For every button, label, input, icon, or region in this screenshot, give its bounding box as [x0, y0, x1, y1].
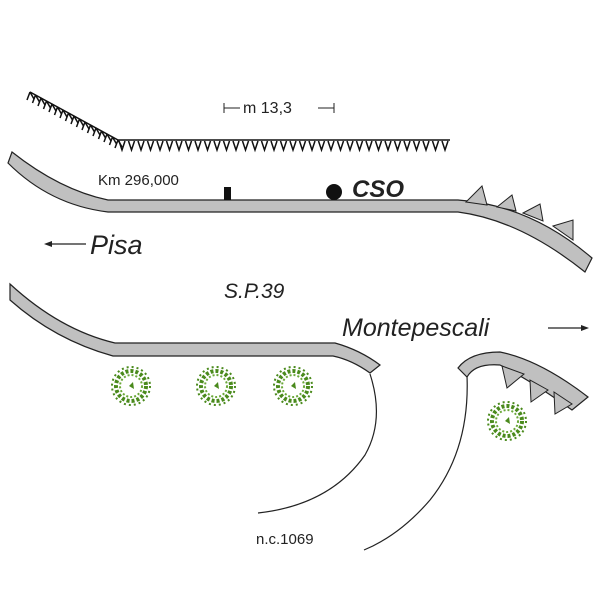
- hatch-tick: [298, 140, 307, 153]
- hatch-tick: [184, 140, 193, 153]
- hatch-tick: [336, 140, 345, 153]
- hatch-tick: [64, 112, 74, 122]
- hatch-tick: [365, 140, 373, 153]
- main-road-south-edge: [9, 282, 381, 374]
- guardrail-triangles-top: [464, 185, 574, 241]
- side-road-label: n.c.1069: [256, 531, 314, 548]
- hatch-tick: [241, 140, 250, 153]
- hatch-tick: [374, 140, 383, 153]
- hatch-tick: [308, 140, 316, 153]
- hatch-tick: [37, 97, 46, 107]
- hatch-tick: [75, 118, 85, 128]
- hatch-tick: [203, 140, 212, 153]
- hatch-tick: [222, 140, 231, 153]
- hatch-tick: [260, 140, 269, 153]
- side-road-west-curve: [257, 373, 377, 514]
- cso-point: [326, 184, 342, 200]
- hatch-tick: [346, 140, 354, 153]
- arrow-right-icon: [548, 325, 589, 331]
- cso-label: CSO: [352, 176, 404, 203]
- hatch-tick: [422, 140, 430, 153]
- hatch-tick: [270, 140, 278, 153]
- hatch-tick: [92, 127, 101, 137]
- hatch-tick: [81, 121, 90, 131]
- hatch-tick: [317, 140, 326, 153]
- measure-indicator: [223, 103, 335, 113]
- tree-icon: [110, 365, 152, 407]
- hatch-tick: [97, 130, 107, 140]
- hatch-tick: [412, 140, 421, 153]
- hatch-tick: [86, 124, 96, 134]
- hatch-tick: [103, 133, 112, 143]
- hatch-tick: [137, 140, 145, 153]
- hatch-tick: [289, 140, 297, 153]
- hatch-tick: [194, 140, 202, 153]
- hatch-tick: [156, 140, 164, 153]
- hatch-tick: [108, 136, 118, 146]
- hatch-tick: [118, 140, 126, 153]
- hatch-tick: [165, 140, 174, 153]
- road-name-label: S.P.39: [224, 280, 285, 303]
- km-label: Km 296,000: [98, 172, 179, 189]
- hatch-tick: [48, 103, 57, 113]
- guardrail-triangles-bottom: [501, 365, 573, 415]
- hatch-tick: [327, 140, 335, 153]
- main-road-north-edge: [7, 151, 593, 273]
- pisa-label: Pisa: [90, 230, 143, 260]
- embankment-hatching: [26, 91, 450, 153]
- hatch-tick: [355, 140, 364, 153]
- arrow-left-icon: [44, 241, 86, 247]
- hatch-tick: [393, 140, 402, 153]
- hatch-tick: [70, 115, 79, 125]
- hatch-tick: [384, 140, 392, 153]
- hatch-tick: [53, 106, 63, 116]
- hatch-tick: [232, 140, 240, 153]
- hatch-tick: [127, 140, 136, 153]
- km-marker: [224, 187, 231, 200]
- side-road-east-curve: [363, 375, 468, 551]
- hatch-tick: [146, 140, 155, 153]
- tree-icon: [272, 365, 314, 407]
- tree-icon: [195, 365, 237, 407]
- tree-icon: [486, 400, 528, 442]
- hatch-tick: [42, 100, 52, 110]
- montepescali-label: Montepescali: [342, 314, 491, 342]
- hatch-tick: [441, 140, 449, 153]
- hatch-tick: [403, 140, 411, 153]
- hatch-tick: [431, 140, 440, 153]
- hatch-tick: [279, 140, 288, 153]
- hatch-tick: [26, 91, 35, 101]
- hatch-tick: [251, 140, 259, 153]
- hatch-tick: [31, 94, 41, 104]
- hatch-tick: [175, 140, 183, 153]
- hatch-tick: [59, 109, 68, 119]
- hatch-tick: [213, 140, 221, 153]
- measure-label: m 13,3: [243, 100, 292, 117]
